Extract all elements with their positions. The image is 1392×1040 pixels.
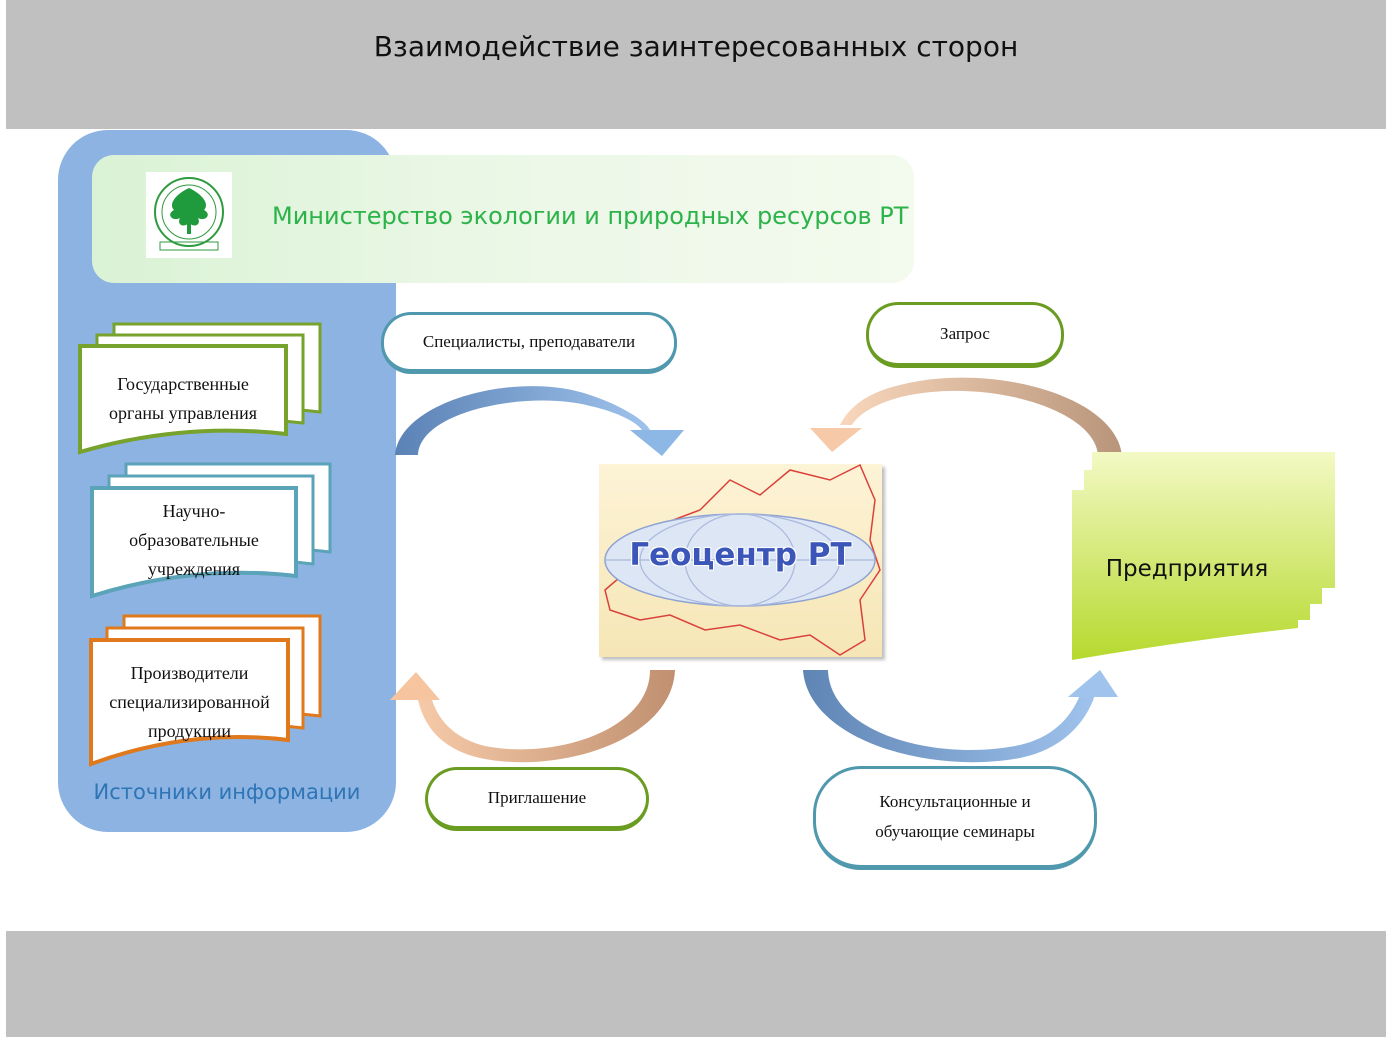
pill-specialists: Специалисты, преподаватели <box>381 312 677 374</box>
enterprises-doc <box>1072 452 1335 660</box>
pill-request-text: Запрос <box>940 324 990 343</box>
doc-line: органы управления <box>109 403 257 423</box>
arrow-specialists <box>395 386 650 455</box>
arrow-request <box>840 377 1122 455</box>
tree-emblem-icon <box>146 172 232 258</box>
doc-label-producers: Производители специализированной продукц… <box>91 659 288 746</box>
arrow-seminars-head <box>1068 670 1118 697</box>
doc-line: образовательные <box>129 530 259 550</box>
pill-invitation-text: Приглашение <box>487 788 587 807</box>
doc-stack-science <box>90 462 332 599</box>
enterprises-label: Предприятия <box>1105 556 1269 582</box>
doc-line: специализированной <box>109 692 270 712</box>
doc-line: учреждения <box>147 559 241 579</box>
pill-request: Запрос <box>866 302 1064 368</box>
doc-label-science: Научно- образовательные учреждения <box>92 497 296 584</box>
footer-band <box>6 931 1386 1037</box>
arrow-specialists-head <box>630 430 684 456</box>
map-outline <box>604 463 881 656</box>
arrow-seminars <box>803 670 1095 763</box>
doc-line: продукции <box>148 721 231 741</box>
doc-line: Научно- <box>162 501 226 521</box>
ministry-name: Министерство экологии и природных ресурс… <box>272 202 909 230</box>
doc-line: Государственные <box>117 374 249 394</box>
doc-stack-government <box>78 322 322 455</box>
pill-seminars-line: Консультационные и <box>879 792 1031 811</box>
header-band <box>6 0 1386 129</box>
arrow-request-head <box>810 428 862 452</box>
pill-specialists-text: Специалисты, преподаватели <box>422 332 636 351</box>
doc-label-government: Государственные органы управления <box>80 370 286 428</box>
doc-stack-producers <box>89 614 322 767</box>
pill-seminars: Консультационные и обучающие семинары <box>813 766 1097 870</box>
sources-label: Источники информации <box>93 780 361 804</box>
page-title: Взаимодействие заинтересованных сторон <box>373 30 1019 63</box>
arrow-invitation <box>418 670 675 763</box>
arrow-invitation-head <box>390 672 440 700</box>
doc-line: Производители <box>130 663 249 683</box>
pill-invitation: Приглашение <box>425 767 649 831</box>
geocenter-label: Геоцентр РТ <box>629 537 852 573</box>
pill-seminars-line: обучающие семинары <box>875 822 1035 841</box>
